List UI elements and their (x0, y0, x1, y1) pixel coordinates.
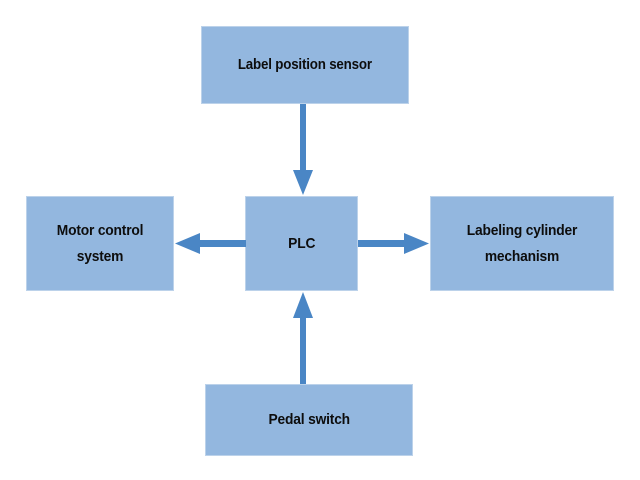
arrow-sensor-to-plc-icon (293, 104, 313, 195)
node-motor-control-system-label: Motor control system (56, 221, 144, 265)
node-pedal-switch[interactable]: Pedal switch (205, 384, 413, 456)
arrow-plc-to-motor-icon (175, 233, 246, 254)
node-label-position-sensor-label: Label position sensor (237, 57, 373, 73)
arrow-plc-to-cylinder-icon (358, 233, 429, 254)
node-labeling-cylinder-mechanism[interactable]: Labeling cylinder mechanism (430, 196, 614, 291)
node-labeling-cylinder-mechanism-label: Labeling cylinder mechanism (466, 221, 578, 265)
node-plc-label: PLC (287, 234, 316, 252)
node-label-position-sensor[interactable]: Label position sensor (201, 26, 409, 104)
node-plc[interactable]: PLC (245, 196, 358, 291)
node-pedal-switch-label: Pedal switch (268, 411, 350, 428)
node-motor-control-system[interactable]: Motor control system (26, 196, 174, 291)
arrow-pedal-to-plc-icon (293, 292, 313, 384)
